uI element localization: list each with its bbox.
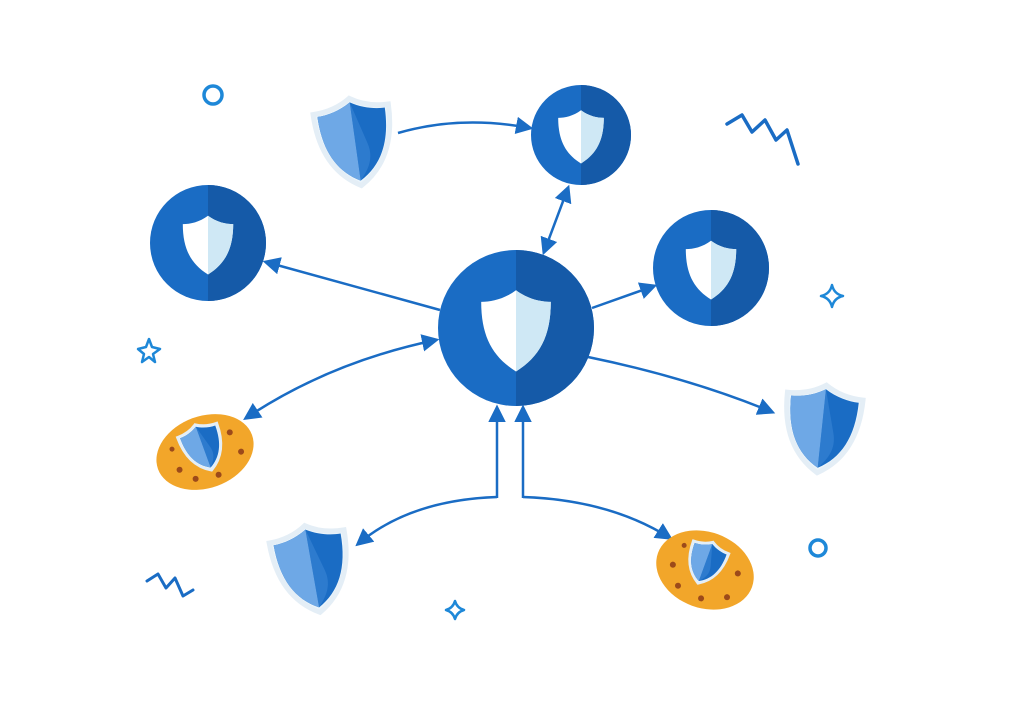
cookie-left[interactable] <box>146 401 265 503</box>
right-node[interactable] <box>653 210 769 326</box>
arrow-hub-to-right-shield <box>587 355 776 415</box>
shield-icon <box>779 381 864 476</box>
shield-bottom-left[interactable] <box>267 519 357 619</box>
zigzag-icon <box>725 113 800 166</box>
connectors <box>243 116 776 547</box>
arrow-to-bottom-cookie <box>522 495 673 540</box>
arrow-shield-to-top <box>397 116 534 135</box>
ring-icon <box>202 84 224 106</box>
top-node[interactable] <box>531 85 631 185</box>
hub-node[interactable] <box>438 250 594 406</box>
sparkle-icon <box>819 283 845 309</box>
shield-top-left[interactable] <box>312 93 400 191</box>
arrow-hub-to-left <box>262 257 441 312</box>
shield-icon <box>312 93 400 191</box>
left-node[interactable] <box>150 185 266 301</box>
decorations <box>136 84 845 621</box>
ring-icon <box>808 538 828 558</box>
arrow-to-bottom-shield <box>355 495 498 547</box>
shield-icon <box>267 519 357 619</box>
zigzag-icon <box>145 572 195 598</box>
arrow-hub-cookie-left <box>243 334 440 420</box>
shield-right[interactable] <box>779 381 864 476</box>
arrow-top-hub <box>540 184 572 256</box>
arrow-hub-to-right <box>591 282 658 310</box>
sparkle-icon <box>444 599 466 621</box>
star-icon <box>136 337 162 364</box>
cookie-bottom-right[interactable] <box>645 517 765 623</box>
